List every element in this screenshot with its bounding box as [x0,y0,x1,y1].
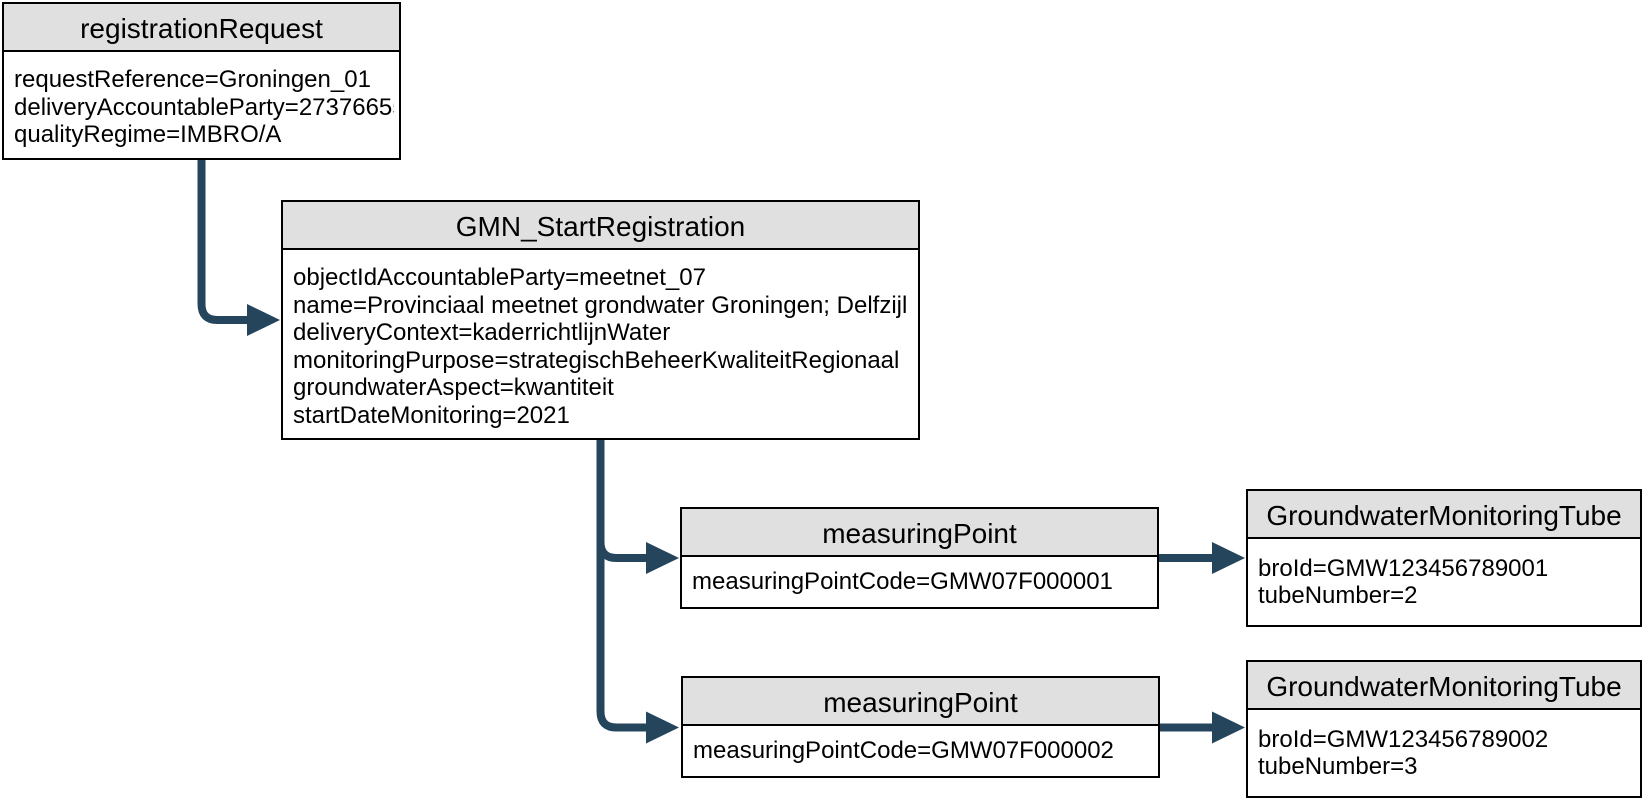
box-measuring-point-1: measuringPoint measuringPointCode=GMW07F… [680,507,1159,609]
attribute-line: broId=GMW123456789002 [1258,725,1549,753]
box-gmn-start-registration-body: objectIdAccountableParty=meetnet_07 name… [283,250,913,438]
box-registration-request-title: registrationRequest [4,4,399,52]
box-groundwater-monitoring-tube-2-title: GroundwaterMonitoringTube [1248,662,1640,710]
arrowhead-into-measuringpoint1 [646,542,679,574]
attribute-line: name=Provinciaal meetnet grondwater Gron… [293,291,908,319]
arrow-gmn-to-measuringpoint1-line [596,440,648,562]
attribute-line: measuringPointCode=GMW07F000002 [693,737,1114,765]
attribute-line: deliveryAccountableParty=27376655 [14,93,394,121]
attribute-line: tubeNumber=2 [1258,582,1418,609]
attribute-line: monitoringPurpose=strategischBeheerKwali… [293,346,900,374]
box-registration-request-body: requestReference=Groningen_01 deliveryAc… [4,52,394,158]
box-groundwater-monitoring-tube-2-body: broId=GMW123456789002 tubeNumber=3 [1248,710,1635,796]
attribute-line: groundwaterAspect=kwantiteit [293,374,614,401]
arrowhead-into-tube1 [1212,542,1245,574]
attribute-line: qualityRegime=IMBRO/A [14,121,282,149]
arrow-registration-to-gmn-line [197,160,249,324]
box-measuring-point-2-body: measuringPointCode=GMW07F000002 [683,726,1153,776]
attribute-line: tubeNumber=3 [1258,753,1418,780]
box-groundwater-monitoring-tube-1: GroundwaterMonitoringTube broId=GMW12345… [1246,489,1642,627]
box-measuring-point-2-title: measuringPoint [683,678,1158,726]
arrowhead-into-tube2 [1212,711,1245,744]
box-groundwater-monitoring-tube-1-title: GroundwaterMonitoringTube [1248,491,1640,539]
box-gmn-start-registration: GMN_StartRegistration objectIdAccountabl… [281,200,920,440]
box-gmn-start-registration-title: GMN_StartRegistration [283,202,918,250]
box-measuring-point-1-title: measuringPoint [682,509,1157,557]
attribute-line: measuringPointCode=GMW07F000001 [692,568,1113,596]
box-registration-request: registrationRequest requestReference=Gro… [2,2,401,160]
arrow-gmn-to-measuringpoint2-line [596,440,648,732]
attribute-line: startDateMonitoring=2021 [293,401,570,429]
box-groundwater-monitoring-tube-2: GroundwaterMonitoringTube broId=GMW12345… [1246,660,1642,798]
attribute-line: requestReference=Groningen_01 [14,66,371,94]
attribute-line: broId=GMW123456789001 [1258,554,1549,582]
box-measuring-point-2: measuringPoint measuringPointCode=GMW07F… [681,676,1160,778]
attribute-line: objectIdAccountableParty=meetnet_07 [293,264,706,291]
box-measuring-point-1-body: measuringPointCode=GMW07F000001 [682,557,1152,607]
attribute-line: deliveryContext=kaderrichtlijnWater [293,319,671,346]
box-groundwater-monitoring-tube-1-body: broId=GMW123456789001 tubeNumber=2 [1248,539,1635,625]
arrowhead-into-measuringpoint2 [646,711,679,744]
arrowhead-into-gmn [247,304,280,336]
